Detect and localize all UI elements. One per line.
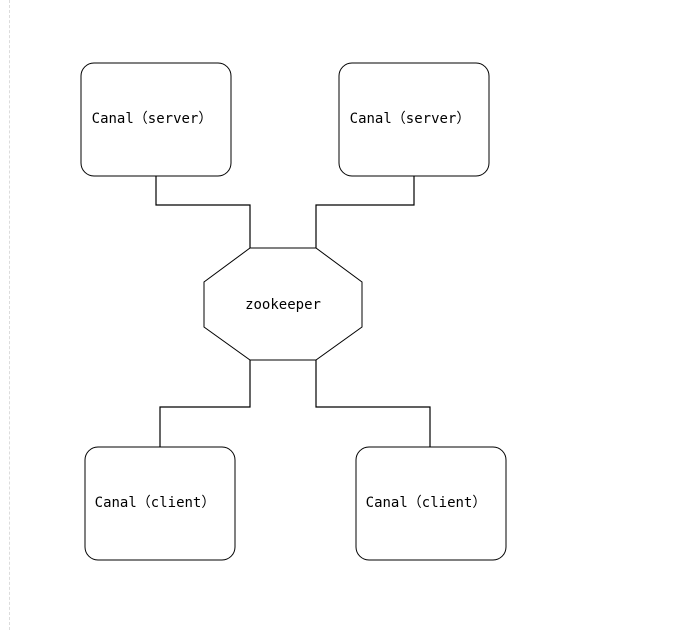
connector-server-right-to-zookeeper [315, 176, 415, 248]
server-left-node: Canal（server） [80, 62, 232, 177]
connector-zookeeper-to-client-right [315, 360, 431, 447]
connector-zookeeper-to-client-left [159, 360, 251, 447]
connector-server-left-to-zookeeper [155, 176, 251, 248]
client-right-box [355, 446, 507, 561]
server-left-label: Canal（server） [92, 111, 213, 127]
server-left-box [80, 62, 232, 177]
server-right-node: Canal（server） [338, 62, 490, 177]
zookeeper-octagon [203, 247, 363, 361]
client-left-node: Canal（client） [84, 446, 236, 561]
client-right-label: Canal（client） [366, 495, 487, 511]
zookeeper-label: zookeeper [245, 297, 321, 313]
server-right-box [338, 62, 490, 177]
page-left-border [9, 0, 10, 630]
server-right-label: Canal（server） [350, 111, 471, 127]
client-left-box [84, 446, 236, 561]
zookeeper-node: zookeeper [203, 247, 363, 361]
client-left-label: Canal（client） [95, 495, 216, 511]
client-right-node: Canal（client） [355, 446, 507, 561]
